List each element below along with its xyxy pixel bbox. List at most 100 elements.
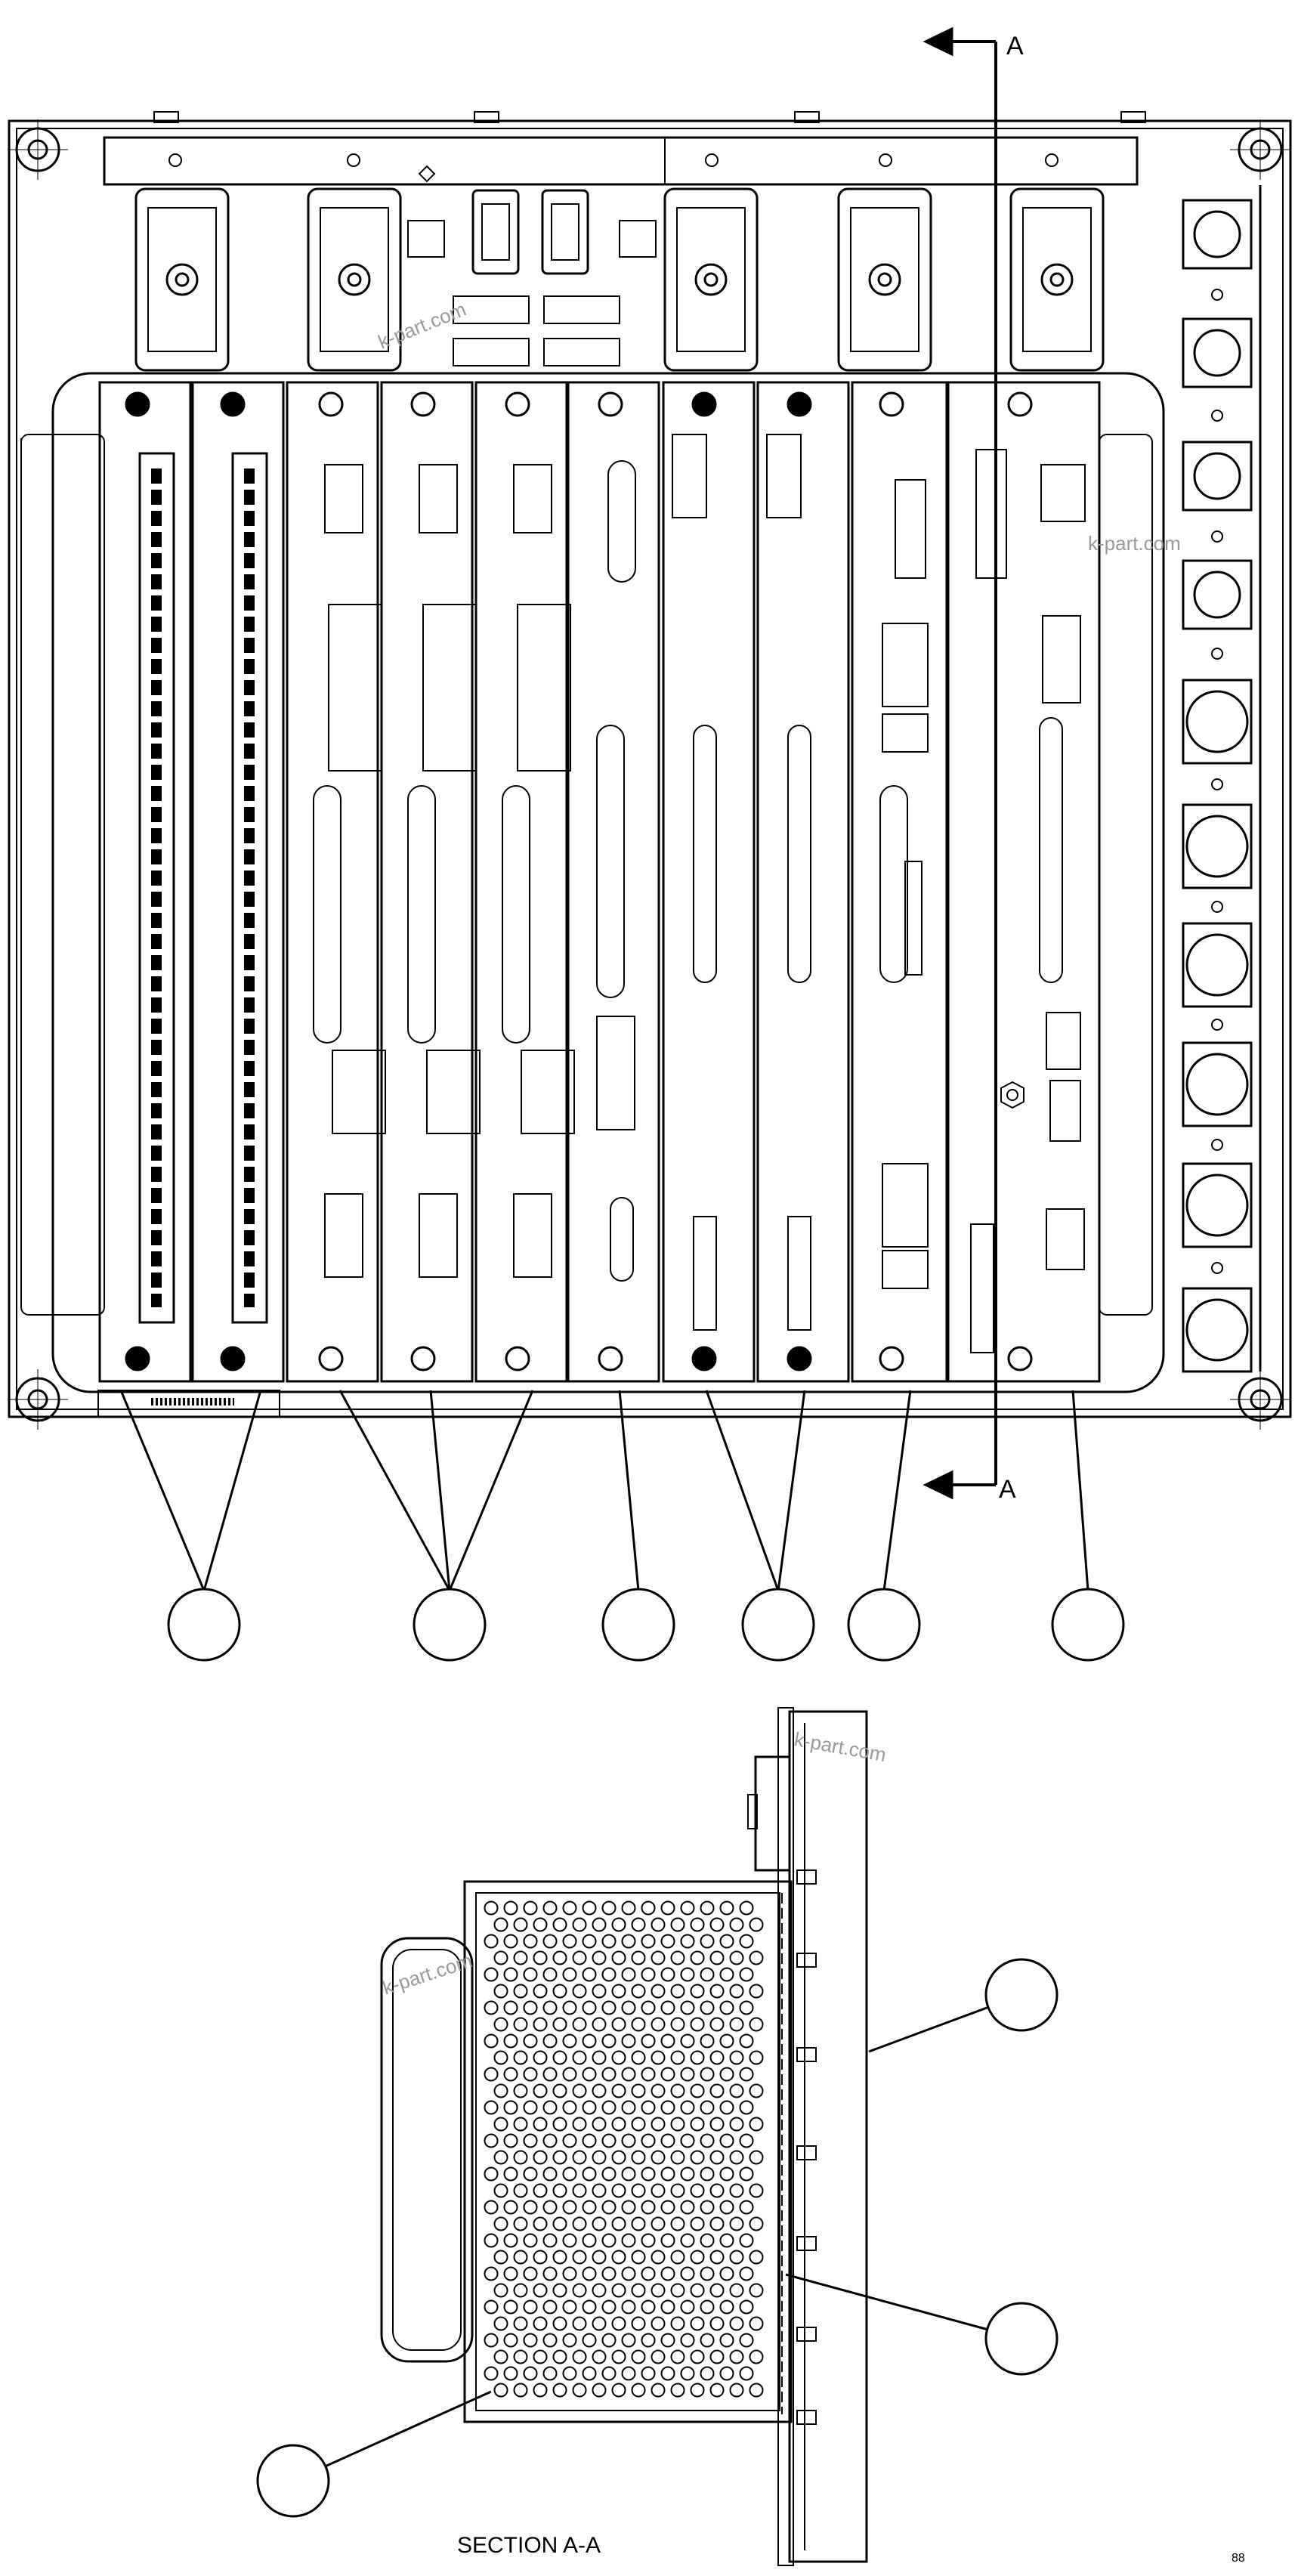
perforation-hole (729, 2117, 744, 2132)
perforation-hole (493, 2383, 508, 2398)
perforation-hole (582, 2233, 597, 2248)
perforation-hole (709, 2183, 725, 2198)
perforation-hole (749, 1917, 764, 1932)
perforation-hole (660, 1967, 675, 1982)
perforation-hole (700, 2133, 715, 2148)
perforation-hole (700, 1967, 715, 1982)
perforation-hole (503, 2033, 518, 2049)
perforation-hole (552, 2017, 567, 2032)
perforation-hole (729, 2383, 744, 2398)
perforation-hole (552, 2250, 567, 2265)
perforation-hole (719, 2100, 734, 2115)
perforation-hole (601, 2033, 617, 2049)
front-callout-balloons (167, 1588, 1125, 1662)
perforation-hole (690, 1917, 705, 1932)
perforation-hole (611, 2316, 626, 2331)
perforation-hole (523, 2033, 538, 2049)
perforation-hole (651, 1984, 666, 1999)
perforation-hole (582, 2133, 597, 2148)
perforation-hole (739, 2033, 754, 2049)
perforation-hole (484, 2133, 499, 2148)
perforation-hole (641, 2233, 656, 2248)
perforation-hole (680, 2233, 695, 2248)
perforation-hole (484, 1900, 499, 1916)
circular-connector (1182, 922, 1253, 1008)
perforation-hole (670, 2083, 685, 2098)
perforation-hole (641, 1967, 656, 1982)
perforation-hole (484, 2299, 499, 2315)
perforation-hole (641, 1934, 656, 1949)
perforation-hole (592, 2349, 607, 2364)
perforation-hole (660, 2366, 675, 2381)
perforation-hole (503, 2133, 518, 2148)
perforation-hole (690, 2316, 705, 2331)
perforation-hole (670, 1917, 685, 1932)
perforation-hole (582, 2067, 597, 2082)
perforation-hole (739, 2266, 754, 2281)
perforation-hole (749, 2216, 764, 2231)
perforation-hole (660, 2333, 675, 2348)
perforation-hole (739, 2366, 754, 2381)
perforation-hole (503, 2366, 518, 2381)
perforation-hole (523, 2266, 538, 2281)
perforation-hole (503, 2067, 518, 2082)
top-rail-screws (168, 153, 1058, 167)
perforation-hole (631, 2216, 646, 2231)
perforation-hole (739, 1967, 754, 1982)
perforation-hole (523, 1934, 538, 1949)
perforation-hole (523, 2299, 538, 2315)
perforation-hole (621, 1967, 636, 1982)
perforation-hole (513, 2316, 528, 2331)
perforation-hole (523, 2333, 538, 2348)
perforation-hole (552, 2050, 567, 2065)
perforation-hole (611, 2349, 626, 2364)
perforation-hole (572, 2083, 587, 2098)
perforation-hole (621, 2100, 636, 2115)
perforation-hole (562, 2299, 577, 2315)
perforation-hole (719, 2166, 734, 2182)
perforation-hole (729, 2017, 744, 2032)
perforation-hole (680, 2366, 695, 2381)
perforation-hole (552, 1917, 567, 1932)
perforation-hole (582, 2266, 597, 2281)
perforation-hole (670, 1950, 685, 1965)
perforation-hole (493, 2316, 508, 2331)
dsub-connector (471, 189, 520, 275)
perforation-hole (651, 2383, 666, 2398)
perforation-hole (611, 2017, 626, 2032)
perforation-hole (562, 2266, 577, 2281)
right-connector-column (1182, 199, 1253, 1373)
perforation-hole (700, 2200, 715, 2215)
perforation-hole (660, 2166, 675, 2182)
perforation-hole (700, 2000, 715, 2015)
perforation-hole (601, 2233, 617, 2248)
perforation-hole (484, 2200, 499, 2215)
corner-mount-hole (1230, 119, 1290, 180)
perforation-hole (739, 2133, 754, 2148)
perforation-hole (749, 2083, 764, 2098)
perforation-hole (680, 1967, 695, 1982)
perforation-hole (719, 2000, 734, 2015)
perforation-hole (572, 1984, 587, 1999)
perforation-hole (493, 1950, 508, 1965)
perforation-hole (651, 2117, 666, 2132)
perforation-hole (739, 2000, 754, 2015)
perforation-hole (542, 2067, 558, 2082)
perforation-hole (729, 2283, 744, 2298)
terminal-strip (138, 452, 268, 1324)
perforation-hole (631, 2150, 646, 2165)
perforation-hole (503, 2100, 518, 2115)
perforation-hole (582, 2366, 597, 2381)
perforation-hole (562, 2233, 577, 2248)
perforation-hole (552, 2216, 567, 2231)
perforation-hole (719, 2133, 734, 2148)
perforation-hole (690, 1950, 705, 1965)
perforation-hole (601, 2333, 617, 2348)
perforation-hole (621, 2166, 636, 2182)
perforation-hole (719, 2233, 734, 2248)
perforation-hole (660, 2133, 675, 2148)
perforation-hole (641, 2100, 656, 2115)
perforation-hole (572, 2250, 587, 2265)
perforation-hole (749, 1950, 764, 1965)
perforation-hole (562, 2100, 577, 2115)
